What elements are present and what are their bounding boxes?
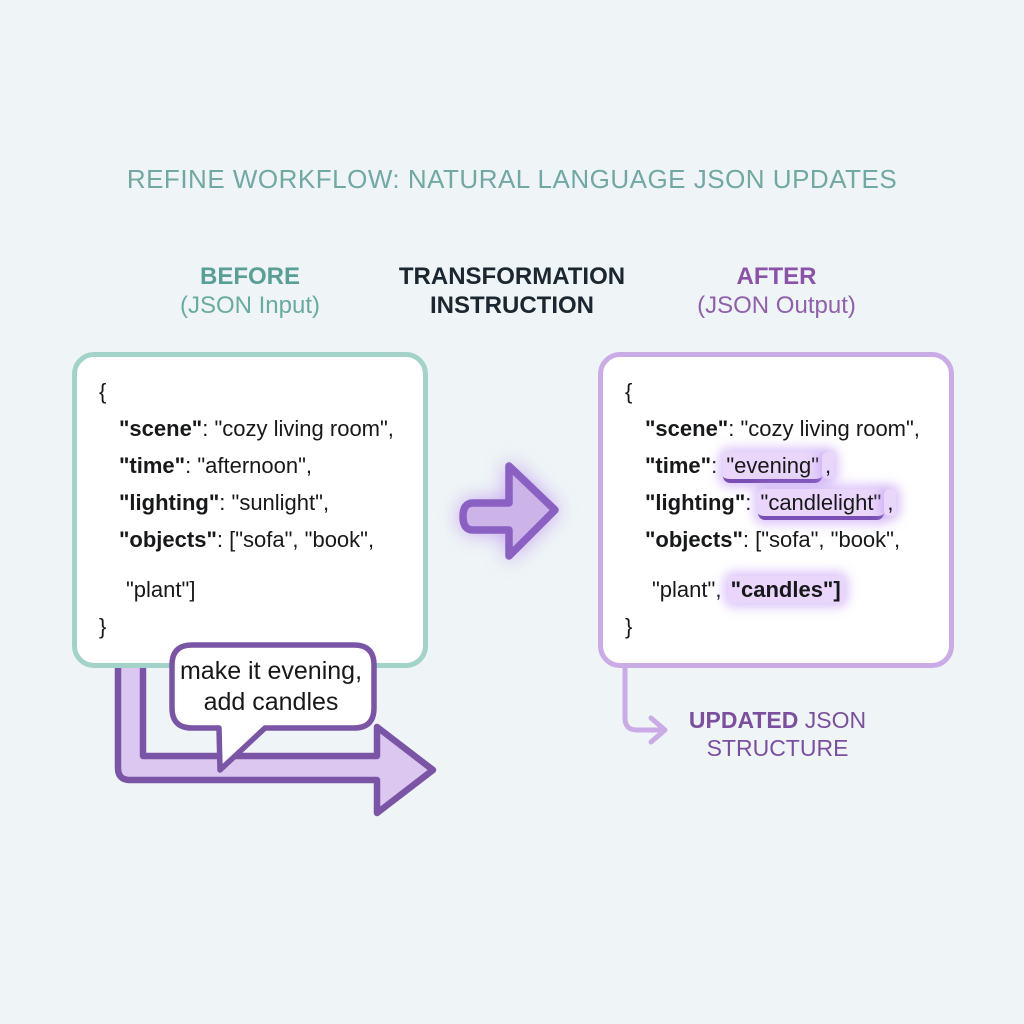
after-json-box: { "scene": "cozy living room", "time": "ev… [598, 352, 954, 668]
after-json-code: { "scene": "cozy living room", "time": "ev… [625, 373, 949, 645]
code-line: "time": "afternoon", [119, 453, 313, 478]
after-column-header: AFTER (JSON Output) [598, 262, 955, 320]
updated-label-line2: STRUCTURE [706, 735, 849, 761]
transformation-label: TRANSFORMATION [398, 263, 626, 290]
before-json-code: { "scene": "cozy living room", "time": "af… [99, 373, 423, 645]
speech-bubble-icon [169, 642, 377, 773]
code-line: "plant", "candles"] [625, 571, 949, 608]
code-line: "objects": ["sofa", "book", [645, 527, 901, 552]
elbow-connector-arrow-icon [622, 666, 668, 745]
before-label: BEFORE [199, 263, 300, 290]
before-sublabel: (JSON Input) [179, 292, 321, 319]
after-sublabel: (JSON Output) [697, 292, 856, 319]
code-line: "objects": ["sofa", "book", [119, 527, 375, 552]
code-line: "lighting": "candlelight", [625, 484, 949, 521]
instruction-label: INSTRUCTION [430, 292, 594, 319]
page-title: REFINE WORKFLOW: NATURAL LANGUAGE JSON U… [126, 164, 898, 194]
code-line: "lighting": "sunlight", [119, 490, 330, 515]
code-line: "scene": "cozy living room", [645, 416, 920, 441]
after-label: AFTER [736, 263, 817, 290]
updated-label-bold: UPDATED [688, 707, 799, 733]
transformation-column-header: TRANSFORMATION INSTRUCTION [397, 262, 627, 320]
right-arrow-icon [459, 462, 559, 560]
instruction-bubble: make it evening, add candles [170, 645, 372, 728]
code-line: { [625, 379, 633, 404]
code-line: "time": "evening", [625, 447, 949, 484]
code-line: } [625, 614, 633, 639]
before-column-header: BEFORE (JSON Input) [72, 262, 428, 320]
code-line: { [99, 379, 107, 404]
updated-json-structure-label: UPDATED JSON STRUCTURE [655, 706, 900, 762]
instruction-line-1: make it evening, [179, 656, 363, 685]
code-line: } [99, 614, 107, 639]
instruction-line-2: add candles [203, 687, 339, 716]
elbow-right-arrow-icon [114, 664, 437, 817]
before-json-box: { "scene": "cozy living room", "time": "af… [72, 352, 428, 668]
code-line: "scene": "cozy living room", [119, 416, 394, 441]
updated-label-rest: JSON [798, 707, 867, 733]
code-line: "plant"] [126, 577, 196, 602]
